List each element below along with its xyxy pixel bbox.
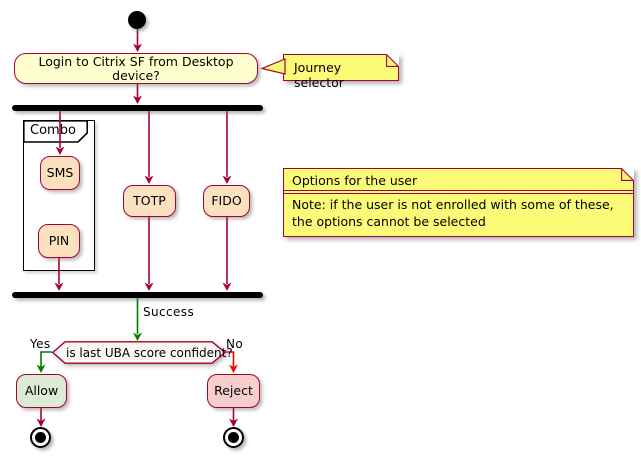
arrowhead-start-login-icon (133, 43, 142, 52)
arrowhead-decision-allow-icon (36, 364, 46, 373)
activity-allow-label: Allow (24, 383, 59, 398)
note-options-title: Options for the user (292, 173, 418, 188)
note-options: Options for the user Note: if the user i… (283, 168, 634, 237)
arrowhead-fork-totp-icon (144, 175, 154, 184)
fork-bar (12, 105, 263, 111)
activity-totp: TOTP (123, 185, 176, 217)
activity-sms-label: SMS (46, 165, 74, 180)
edge-decision-reject (225, 351, 235, 367)
edge-decision-allow (40, 351, 52, 367)
activity-fido: FIDO (203, 185, 250, 217)
end-node-reject-dot (228, 432, 239, 443)
arrowhead-allow-end-icon (36, 418, 46, 427)
note-options-separator2 (284, 193, 633, 194)
start-node (128, 11, 146, 29)
join-bar (12, 292, 263, 298)
note-options-separator-gap (284, 191, 633, 193)
end-node-reject (223, 427, 244, 448)
note-options-body: Note: if the user is not enrolled with s… (292, 197, 614, 229)
edge-label-yes: Yes (30, 337, 51, 351)
end-node-allow-dot (35, 432, 46, 443)
end-node-allow (30, 427, 51, 448)
arrowhead-pin-join-icon (54, 282, 64, 291)
partition-combo-tab (23, 120, 88, 143)
activity-login-label: Login to Citrix SF from Desktop device? (38, 53, 234, 83)
arrowhead-fork-sms-icon (55, 146, 65, 155)
edge-label-no: No (226, 337, 244, 351)
activity-pin: PIN (38, 224, 80, 258)
note-options-separator (284, 190, 633, 191)
activity-reject: Reject (207, 374, 260, 408)
arrowhead-fido-join-icon (222, 282, 232, 291)
arrowhead-decision-reject-icon (229, 364, 238, 373)
arrowhead-totp-join-icon (144, 282, 154, 291)
activity-reject-label: Reject (214, 383, 253, 398)
note-journey-pointer-icon (260, 58, 286, 75)
edge-label-success: Success (143, 305, 195, 319)
partition-combo-label: Combo (30, 123, 76, 138)
arrowhead-join-decision-icon (133, 332, 142, 341)
activity-totp-label: TOTP (133, 193, 166, 208)
arrowhead-login-fork-icon (133, 95, 142, 104)
decision-shape (52, 341, 226, 364)
note-folded-corner-icon (386, 54, 399, 67)
activity-login: Login to Citrix SF from Desktop device? (14, 53, 258, 84)
arrowhead-fork-fido-icon (222, 175, 232, 184)
note-options-folded-corner-icon (621, 168, 634, 181)
decision-label: is last UBA score confident? (66, 346, 233, 360)
note-journey-selector: Journey selector (283, 54, 399, 90)
activity-fido-label: FIDO (211, 193, 242, 208)
note-journey-selector-text: Journey selector (294, 60, 344, 90)
arrowhead-reject-end-icon (229, 418, 238, 427)
activity-sms: SMS (40, 156, 80, 190)
activity-allow: Allow (16, 374, 67, 408)
activity-pin-label: PIN (48, 233, 70, 248)
